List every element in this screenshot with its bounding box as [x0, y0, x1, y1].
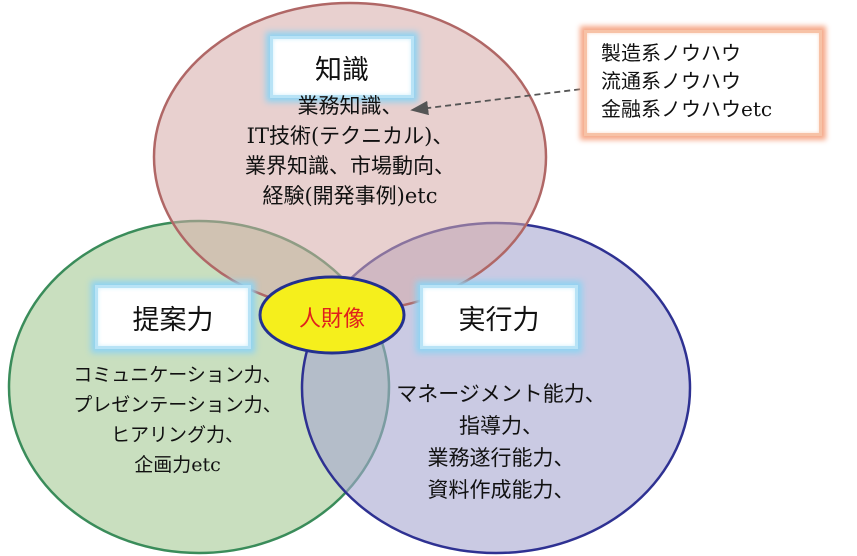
- execution-title: 実行力: [458, 304, 540, 336]
- proposal-line: コミュニケーション力、: [73, 364, 282, 386]
- knowledge-line: 業務知識、: [297, 94, 403, 118]
- proposal-title-box: 提案力: [95, 285, 251, 349]
- execution-line: マネージメント能力、: [396, 382, 606, 406]
- proposal-line: ヒアリング力、: [110, 424, 244, 446]
- knowledge-line: 業界知識、市場動向、: [245, 154, 455, 178]
- proposal-title: 提案力: [132, 304, 214, 336]
- note-line: 金融系ノウハウetc: [601, 97, 773, 121]
- execution-title-box: 実行力: [420, 285, 578, 349]
- execution-line: 業務遂行能力、: [427, 446, 575, 470]
- proposal-text: コミュニケーション力、 プレゼンテーション力、 ヒアリング力、 企画力etc: [40, 366, 315, 486]
- knowledge-title-box: 知識: [270, 36, 414, 98]
- proposal-line: プレゼンテーション力、: [73, 394, 282, 416]
- execution-text: マネージメント能力、 指導力、 業務遂行能力、 資料作成能力、: [376, 384, 626, 512]
- proposal-line: 企画力etc: [134, 454, 221, 476]
- knowledge-text: 業務知識、 IT技術(テクニカル)、 業界知識、市場動向、 経験(開発事例)et…: [170, 96, 530, 216]
- knowledge-line: 経験(開発事例)etc: [262, 184, 438, 208]
- execution-line: 指導力、: [459, 414, 543, 438]
- center-ellipse: [258, 275, 406, 355]
- note-line: 製造系ノウハウ: [601, 41, 741, 65]
- note-box: 製造系ノウハウ 流通系ノウハウ 金融系ノウハウetc: [584, 30, 822, 136]
- knowledge-line: IT技術(テクニカル)、: [246, 124, 454, 148]
- note-line: 流通系ノウハウ: [601, 69, 741, 93]
- knowledge-title: 知識: [315, 54, 369, 86]
- execution-line: 資料作成能力、: [427, 478, 575, 502]
- center-label: 人財像: [298, 307, 365, 332]
